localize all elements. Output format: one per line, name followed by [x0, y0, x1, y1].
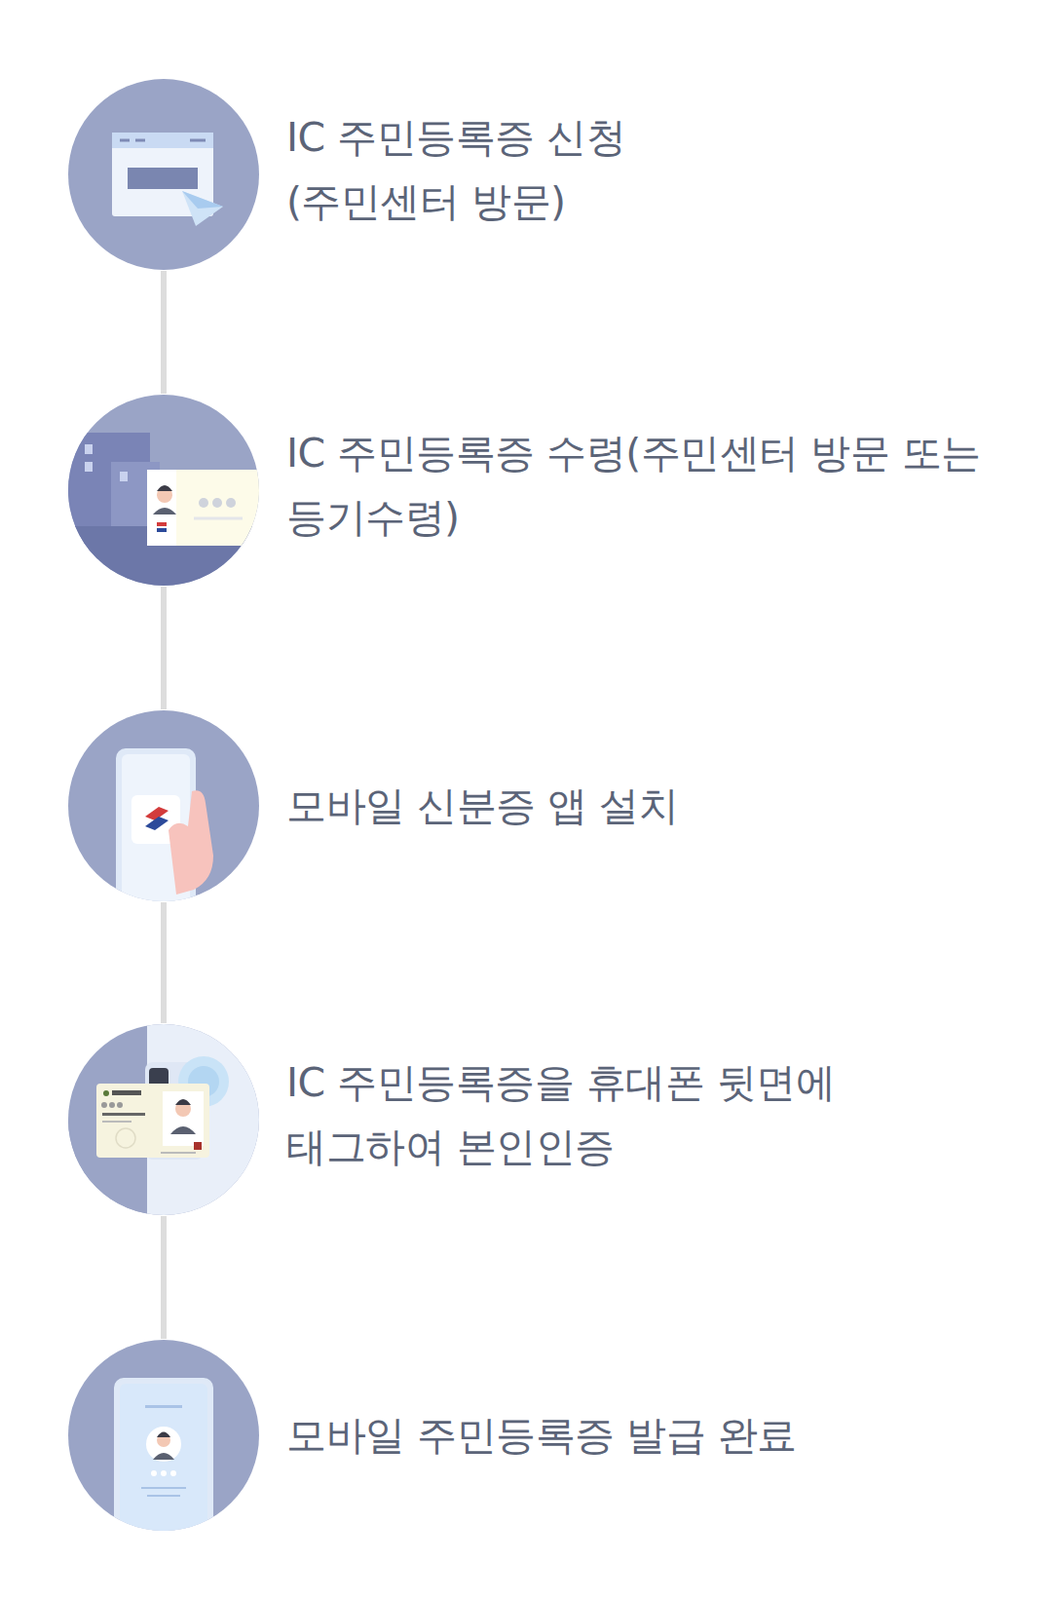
step-icon [67, 77, 261, 271]
step-icon [67, 1338, 261, 1532]
step-connector [160, 270, 167, 394]
step-label: 모바일 주민등록증 발급 완료 [286, 1402, 969, 1467]
step-node: IC 주민등록증을 휴대폰 뒷면에 태그하여 본인인증 [67, 1022, 261, 1216]
step-connector [160, 901, 167, 1023]
step-node: 모바일 신분증 앱 설치 [67, 709, 261, 902]
step-node: IC 주민등록증 수령(주민센터 방문 또는 등기수령) [67, 393, 261, 587]
step-node: 모바일 주민등록증 발급 완료 [67, 1338, 261, 1532]
step-connector [160, 586, 167, 710]
step-node: IC 주민등록증 신청 (주민센터 방문) [67, 77, 261, 271]
step-connector [160, 1215, 167, 1339]
step-icon [67, 393, 261, 587]
step-icon [67, 709, 261, 902]
step-label: 모바일 신분증 앱 설치 [286, 773, 969, 838]
step-label: IC 주민등록증을 휴대폰 뒷면에 태그하여 본인인증 [286, 1050, 852, 1179]
step-label: IC 주민등록증 신청 (주민센터 방문) [286, 105, 676, 234]
step-label: IC 주민등록증 수령(주민센터 방문 또는 등기수령) [286, 420, 1008, 550]
step-icon [67, 1022, 261, 1216]
